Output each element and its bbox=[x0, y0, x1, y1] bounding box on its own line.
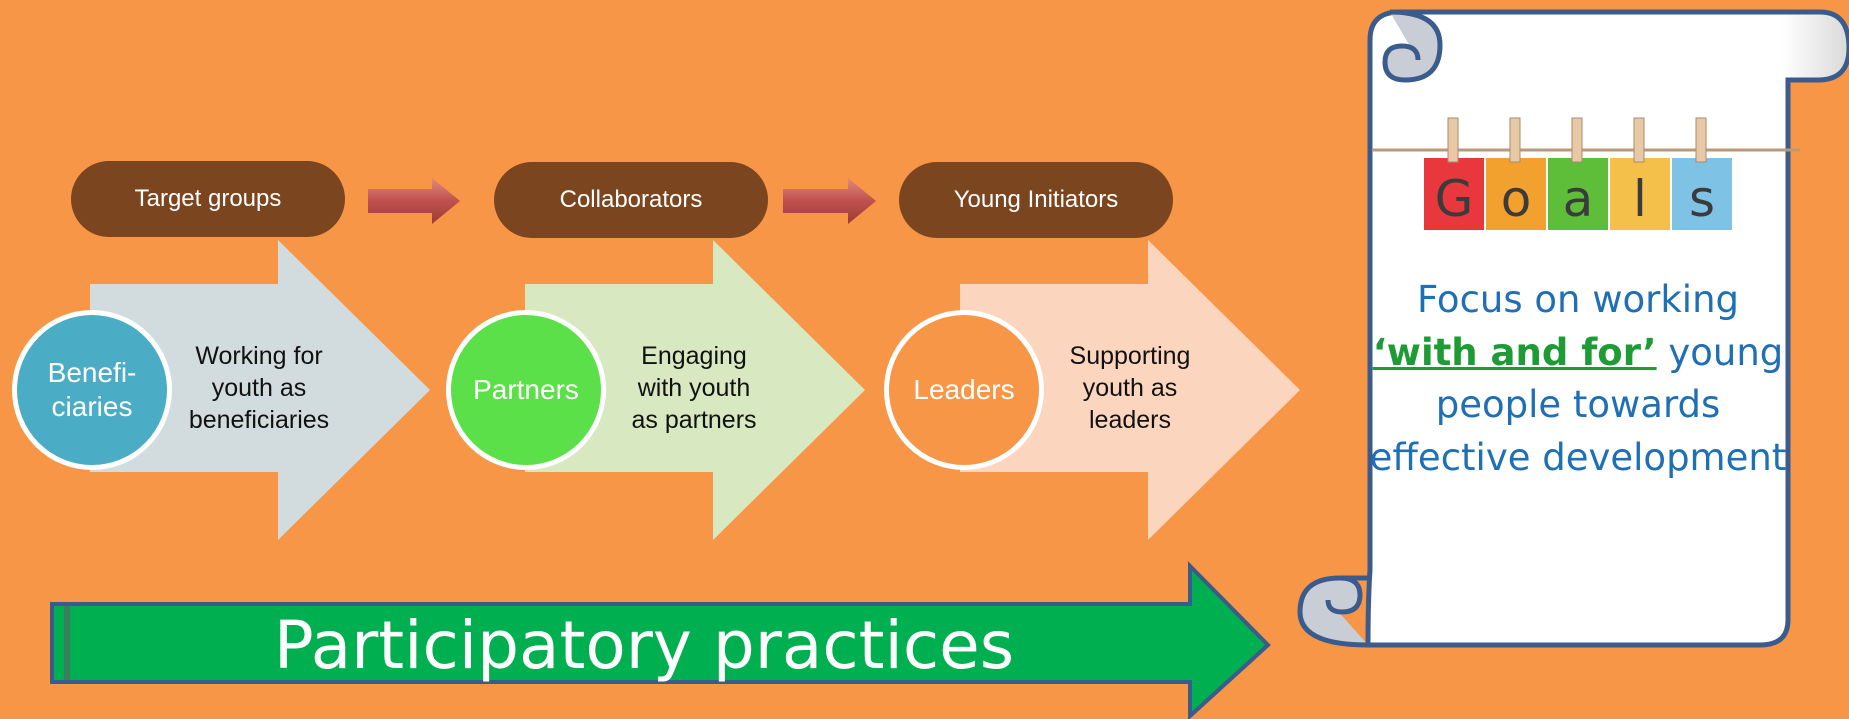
circle-partners-label: Partners bbox=[473, 374, 579, 406]
pill-young-initiators-label: Young Initiators bbox=[953, 186, 1119, 213]
description-beneficiaries: Working for youth as beneficiaries bbox=[188, 342, 330, 434]
circle-leaders: Leaders bbox=[884, 310, 1044, 470]
circle-leaders-label: Leaders bbox=[913, 374, 1015, 406]
clothespin-1 bbox=[1447, 117, 1459, 163]
progress-arrow-bar bbox=[64, 606, 70, 680]
goal-text-after: young people towards effective developme… bbox=[1369, 330, 1787, 479]
scroll-top-curl bbox=[1382, 9, 1443, 83]
goals-letter-3: a bbox=[1563, 170, 1594, 228]
clothespin-2 bbox=[1509, 117, 1521, 163]
goal-emphasis-text: ‘with and for’ bbox=[1372, 330, 1657, 374]
goals-letter-1: G bbox=[1435, 170, 1474, 228]
clothespin-5 bbox=[1695, 117, 1707, 163]
stage-arrow-2 bbox=[525, 240, 865, 540]
goals-card-g bbox=[1424, 158, 1484, 230]
circle-partners: Partners bbox=[446, 310, 606, 470]
goals-card-o bbox=[1486, 158, 1546, 230]
stage-arrow-1 bbox=[90, 240, 430, 540]
progress-label: Participatory practices bbox=[273, 606, 1015, 684]
goals-card-s bbox=[1672, 158, 1732, 230]
pill-collaborators: Collaborators bbox=[494, 162, 768, 238]
goals-letter-4: l bbox=[1633, 170, 1647, 228]
goals-sign-cards bbox=[1424, 158, 1732, 230]
goals-card-l bbox=[1610, 158, 1670, 230]
progress-arrow-body bbox=[50, 561, 1271, 719]
goals-letter-2: o bbox=[1501, 170, 1532, 228]
clothespin-3 bbox=[1571, 117, 1583, 163]
goal-statement: Focus on working ‘with and for’ young pe… bbox=[1368, 274, 1788, 484]
goals-card-a bbox=[1548, 158, 1608, 230]
circle-beneficiaries-label: Benefi- ciaries bbox=[47, 357, 137, 422]
stage-arrow-3 bbox=[960, 240, 1300, 540]
circle-beneficiaries: Benefi- ciaries bbox=[12, 310, 172, 470]
description-leaders: Supporting youth as leaders bbox=[1069, 342, 1191, 434]
description-partners: Engaging with youth as partners bbox=[631, 342, 757, 434]
goal-text-before: Focus on working bbox=[1416, 278, 1740, 321]
goals-letter-5: s bbox=[1689, 170, 1715, 228]
pill-target-groups-label: Target groups bbox=[134, 185, 282, 212]
clothespin-4 bbox=[1633, 117, 1645, 163]
pill-collaborators-label: Collaborators bbox=[559, 186, 703, 213]
goal-emphasis: ‘with and for’ bbox=[1373, 331, 1657, 374]
pill-target-groups: Target groups bbox=[71, 161, 345, 237]
pill-young-initiators: Young Initiators bbox=[899, 162, 1173, 238]
goals-sign-pins bbox=[1447, 117, 1707, 163]
